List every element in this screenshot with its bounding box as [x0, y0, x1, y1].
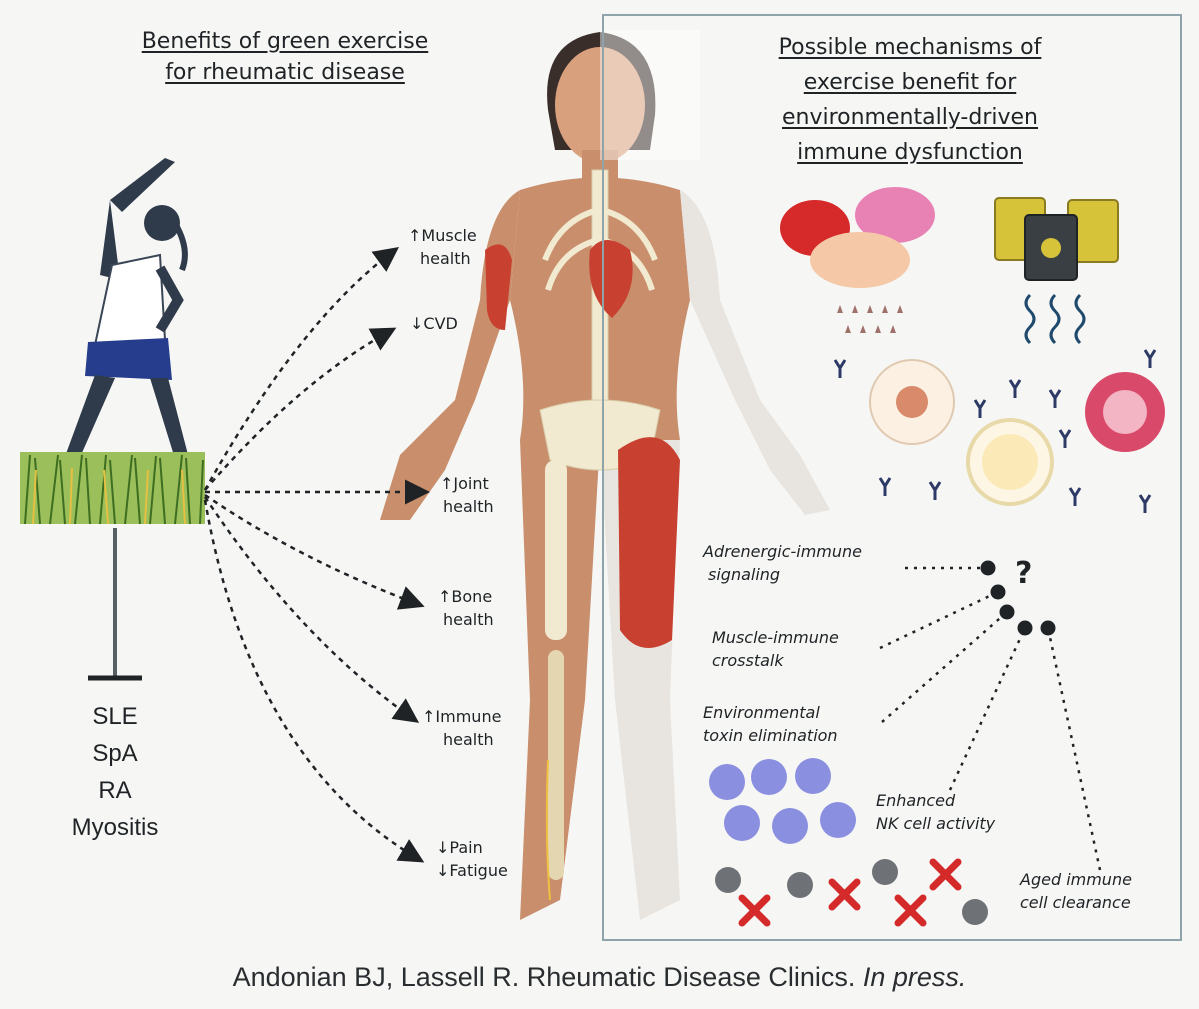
benefit-muscle: ↑Muscle health — [408, 224, 477, 270]
disease-myositis: Myositis — [55, 809, 175, 846]
benefit-cvd: ↓CVD — [410, 312, 458, 335]
mechanism-nk-activity: Enhanced NK cell activity — [876, 789, 995, 835]
disease-sle: SLE — [55, 698, 175, 735]
citation-text: Andonian BJ, Lassell R. Rheumatic Diseas… — [233, 962, 863, 992]
grass-patch — [20, 452, 205, 524]
disease-ra: RA — [55, 772, 175, 809]
disease-spa: SpA — [55, 735, 175, 772]
left-title-line-1: Benefits of green exercise — [100, 26, 470, 57]
left-title: Benefits of green exercise for rheumatic… — [100, 26, 470, 88]
benefit-immune: ↑Immune health — [422, 705, 501, 751]
mechanism-toxin-elimination: Environmental toxin elimination — [703, 701, 838, 747]
citation: Andonian BJ, Lassell R. Rheumatic Diseas… — [0, 962, 1199, 993]
right-title-line-1: Possible mechanisms of — [725, 30, 1095, 65]
right-title-line-4: immune dysfunction — [725, 135, 1095, 170]
right-title-line-2: exercise benefit for — [725, 65, 1095, 100]
benefit-arrows — [205, 250, 425, 860]
mechanism-muscle-crosstalk: Muscle-immune crosstalk — [712, 626, 839, 672]
disease-list: SLE SpA RA Myositis — [55, 698, 175, 846]
mechanism-adrenergic: Adrenergic-immune signaling — [703, 540, 862, 586]
benefit-pain-fatigue: ↓Pain ↓Fatigue — [436, 836, 508, 882]
question-mark: ? — [1015, 556, 1032, 591]
left-title-line-2: for rheumatic disease — [100, 57, 470, 88]
right-title: Possible mechanisms of exercise benefit … — [725, 30, 1095, 170]
mechanism-aged-clearance: Aged immune cell clearance — [1020, 868, 1132, 914]
right-title-line-3: environmentally-driven — [725, 100, 1095, 135]
exercising-woman-icon — [60, 158, 192, 480]
benefit-joint: ↑Joint health — [440, 472, 494, 518]
benefit-bone: ↑Bone health — [438, 585, 494, 631]
citation-in-press: In press. — [863, 962, 967, 992]
